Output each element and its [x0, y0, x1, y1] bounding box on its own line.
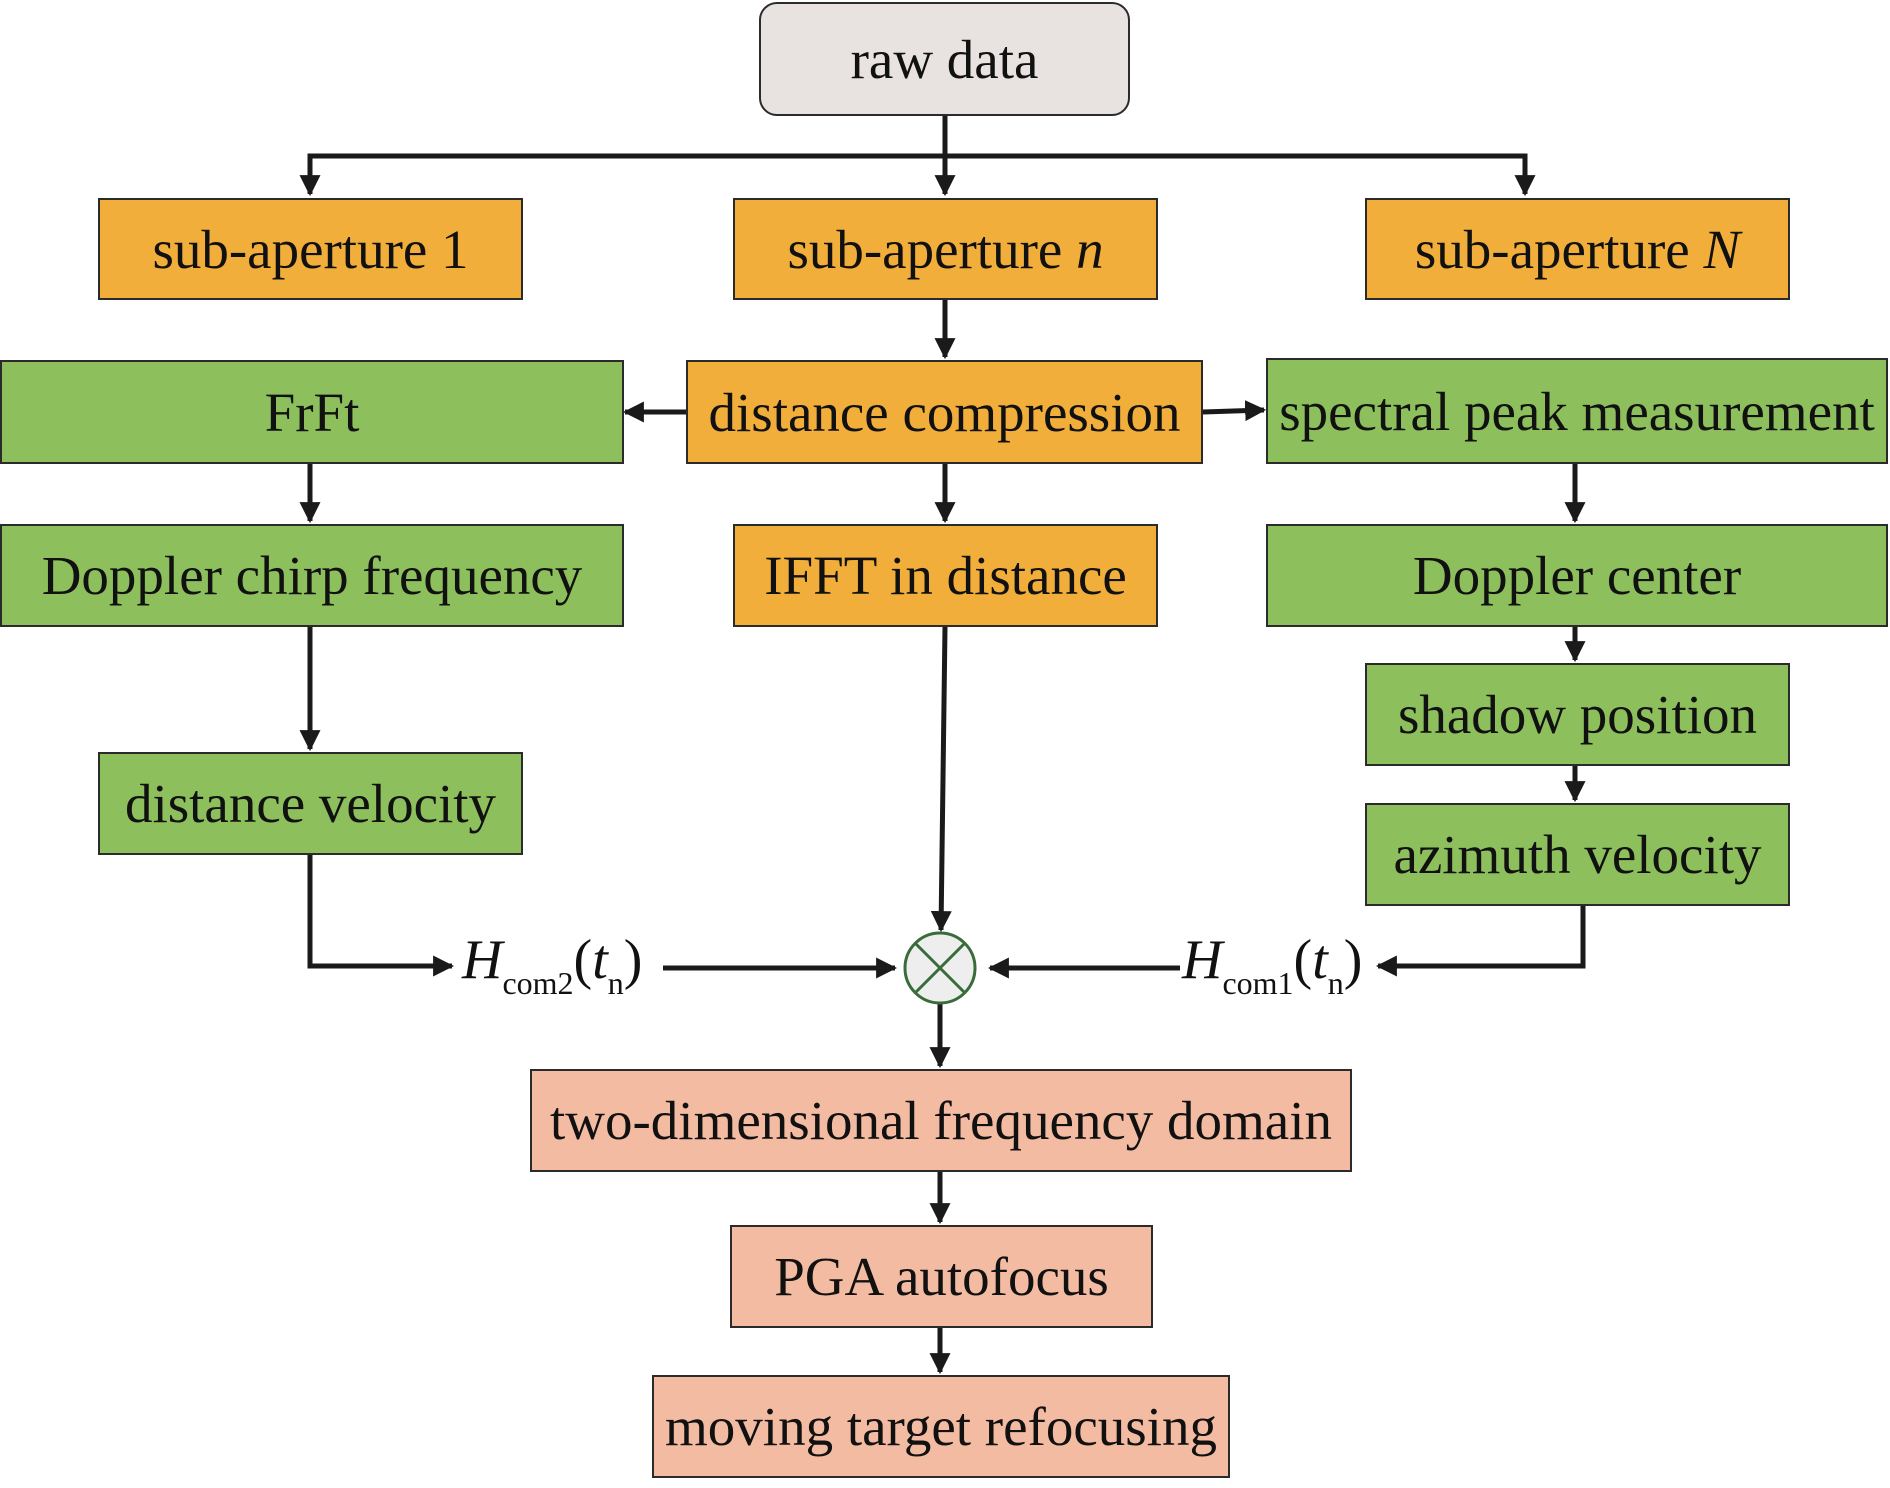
label-hcom1-main: H [1182, 929, 1223, 991]
node-doppler-center-label: Doppler center [1412, 545, 1742, 606]
label-hcom1: Hcom1(tn) [1182, 929, 1363, 1001]
node-sub-aperture-n-var: n [1076, 218, 1104, 280]
node-azimuth-velocity: azimuth velocity [1365, 803, 1790, 906]
node-ifft: IFFT in distance [733, 524, 1158, 627]
arrow-distvel-to-hcom2 [307, 855, 455, 977]
label-hcom2-arg-sub: n [607, 965, 624, 1001]
node-sub-aperture-N-var: N [1703, 218, 1741, 280]
node-sub-aperture-N-text: sub-aperture [1414, 218, 1704, 280]
label-hcom2-sub: com2 [502, 965, 574, 1001]
node-distance-velocity: distance velocity [98, 752, 523, 855]
node-two-dim-frequency: two-dimensional frequency domain [530, 1069, 1352, 1172]
node-azimuth-velocity-label: azimuth velocity [1393, 824, 1762, 885]
node-sub-aperture-1-label: sub-aperture 1 [152, 218, 469, 280]
node-distance-compression-label: distance compression [708, 381, 1181, 443]
arrow-raw-to-sub1 [299, 153, 945, 197]
node-ifft-label: IFFT in distance [764, 545, 1127, 606]
label-hcom1-sub: com1 [1222, 965, 1294, 1001]
node-spectral-peak: spectral peak measurement [1266, 358, 1888, 464]
node-sub-aperture-n-text: sub-aperture [787, 218, 1077, 280]
node-refocusing: moving target refocusing [652, 1375, 1230, 1478]
node-frft-label: FrFt [264, 381, 360, 443]
node-sub-aperture-N: sub-aperture N [1365, 198, 1790, 300]
node-sub-aperture-n: sub-aperture n [733, 198, 1158, 300]
label-hcom1-arg-sub: n [1327, 965, 1344, 1001]
node-doppler-center: Doppler center [1266, 524, 1888, 627]
node-pga-autofocus-label: PGA autofocus [774, 1246, 1109, 1307]
node-pga-autofocus: PGA autofocus [730, 1225, 1153, 1328]
arrow-azvel-to-hcom1 [1375, 906, 1586, 977]
node-doppler-chirp: Doppler chirp frequency [0, 524, 624, 627]
label-hcom2: Hcom2(tn) [462, 929, 643, 1001]
node-raw-data: raw data [759, 2, 1130, 116]
node-sub-aperture-1: sub-aperture 1 [98, 198, 523, 300]
node-raw-data-label: raw data [850, 28, 1039, 90]
node-sub-aperture-n-label: sub-aperture n [787, 222, 1103, 277]
arrow-compression-to-spectral [1202, 400, 1267, 422]
arrow-raw-to-subN [945, 153, 1536, 197]
node-shadow-position: shadow position [1365, 663, 1790, 766]
node-distance-velocity-label: distance velocity [124, 773, 497, 834]
node-doppler-chirp-label: Doppler chirp frequency [41, 545, 583, 606]
multiply-circle-icon [903, 931, 977, 1005]
node-shadow-position-label: shadow position [1397, 684, 1758, 745]
node-frft: FrFt [0, 360, 624, 464]
node-refocusing-label: moving target refocusing [665, 1396, 1217, 1457]
label-hcom2-main: H [462, 929, 503, 991]
label-hcom1-arg: t [1312, 929, 1328, 991]
label-hcom2-arg: t [592, 929, 608, 991]
node-two-dim-frequency-label: two-dimensional frequency domain [549, 1090, 1332, 1151]
node-sub-aperture-N-label: sub-aperture N [1415, 222, 1740, 277]
node-distance-compression: distance compression [686, 360, 1203, 464]
node-spectral-peak-label: spectral peak measurement [1279, 380, 1875, 442]
arrow-ifft-to-multiplier [930, 626, 952, 933]
